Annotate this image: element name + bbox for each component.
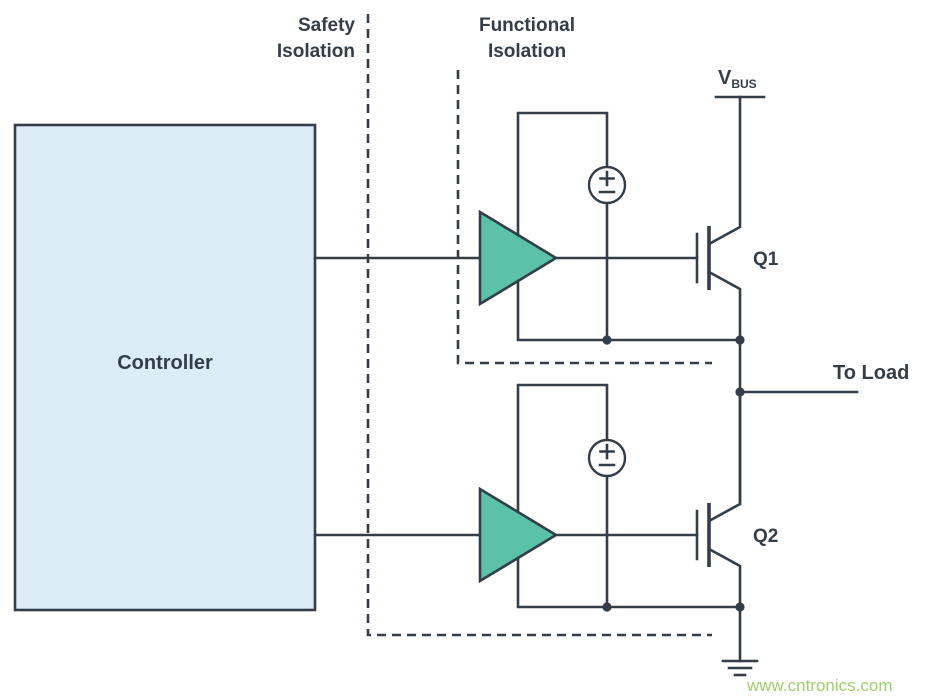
controller-box — [13, 123, 317, 612]
functional-isolation-label-line1: Functional — [479, 15, 575, 36]
q2-collector-wire — [707, 390, 742, 523]
high-side-supply-loop-lower — [516, 279, 742, 342]
to-load-label: To Load — [833, 362, 909, 384]
high-side-supply-loop-upper — [516, 111, 609, 237]
watermark: www.cntronics.com — [746, 676, 892, 695]
midpoint-output: To Load — [735, 338, 909, 506]
functional-isolation-label-line2: Isolation — [488, 41, 566, 62]
safety-isolation-boundary: Safety Isolation — [277, 14, 712, 637]
safety-isolation-dashed-line — [366, 14, 712, 637]
low-side-supply-loop-lower — [516, 556, 742, 609]
q1-collector-wire — [707, 95, 742, 246]
controller-block: Controller — [13, 123, 317, 612]
isolated-supply-bottom-plus-icon — [599, 443, 615, 460]
transistor-q2: Q2 — [695, 390, 778, 609]
isolated-supply-bottom — [587, 438, 627, 478]
low-side-node-dot-left — [602, 602, 612, 612]
isolated-supply-top — [587, 165, 627, 205]
ground-symbol — [721, 605, 759, 677]
vbus-rail: VBUS — [714, 67, 766, 99]
low-side-driver-channel — [313, 383, 745, 612]
functional-isolation-dashed-line — [456, 70, 712, 365]
vbus-label-main: V — [718, 67, 732, 89]
q1-emitter-wire — [707, 270, 742, 342]
transistor-q1: Q1 — [695, 95, 779, 342]
vbus-label-sub: BUS — [731, 77, 756, 91]
vbus-label: VBUS — [718, 67, 757, 91]
high-side-driver-channel — [313, 111, 745, 345]
q1-label: Q1 — [753, 249, 779, 270]
isolated-supply-top-plus-icon — [599, 170, 615, 187]
safety-isolation-label-line1: Safety — [298, 15, 355, 36]
high-side-node-dot-left — [602, 335, 612, 345]
low-side-supply-loop-upper — [516, 383, 609, 514]
q2-emitter-wire — [707, 547, 742, 609]
functional-isolation-boundary: Functional Isolation — [456, 15, 712, 365]
controller-label: Controller — [117, 352, 213, 374]
safety-isolation-label-line2: Isolation — [277, 41, 355, 62]
q2-label: Q2 — [753, 526, 778, 547]
